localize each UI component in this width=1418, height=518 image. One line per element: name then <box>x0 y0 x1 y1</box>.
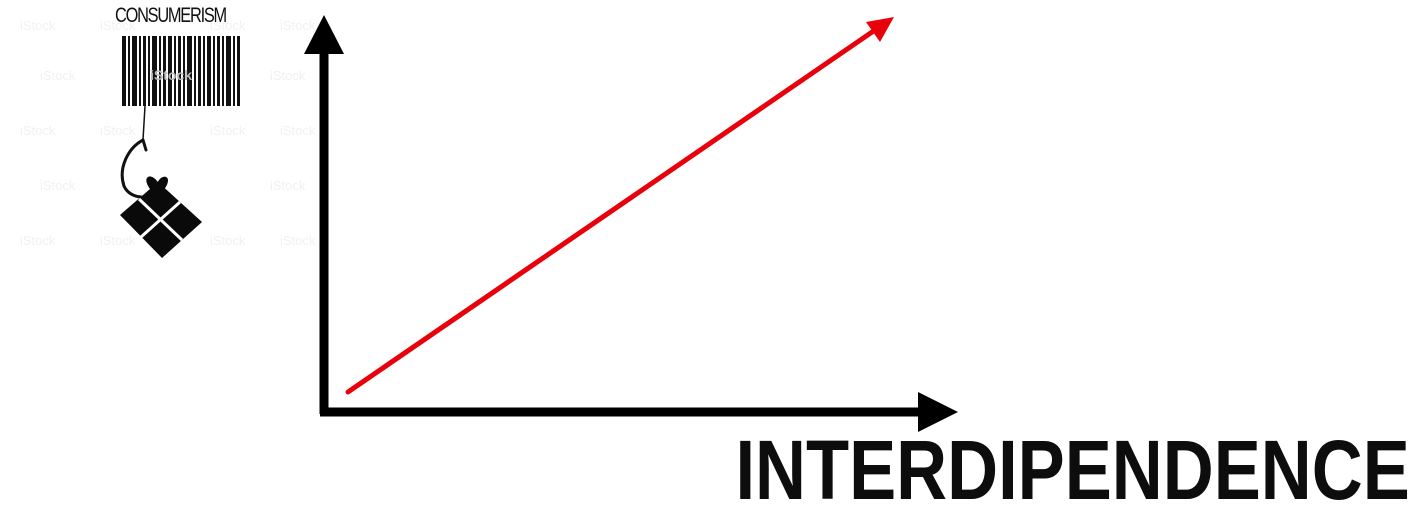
svg-text:iStock: iStock <box>270 68 306 83</box>
svg-text:iStock: iStock <box>100 18 136 33</box>
barcode-icon <box>122 36 240 106</box>
svg-text:iStock: iStock <box>210 18 246 33</box>
barcode-watermark-text: iStock <box>150 67 192 83</box>
svg-text:iStock: iStock <box>20 233 56 248</box>
svg-text:iStock: iStock <box>270 178 306 193</box>
svg-text:iStock: iStock <box>280 233 316 248</box>
x-axis <box>320 392 958 432</box>
svg-text:iStock: iStock <box>20 123 56 138</box>
svg-text:iStock: iStock <box>100 123 136 138</box>
svg-text:iStock: iStock <box>40 178 76 193</box>
svg-text:iStock: iStock <box>100 233 136 248</box>
consumerism-label: CONSUMERISM <box>115 4 227 27</box>
svg-text:iStock: iStock <box>40 68 76 83</box>
watermark-pattern: iStock iStock iStock iStock iStock iStoc… <box>20 18 316 248</box>
y-axis <box>304 15 344 414</box>
svg-text:iStock: iStock <box>210 123 246 138</box>
svg-text:iStock: iStock <box>280 123 316 138</box>
x-axis-label: INTERDIPENDENCE <box>735 423 1410 517</box>
svg-text:iStock: iStock <box>20 18 56 33</box>
gift-box-icon <box>120 176 202 258</box>
svg-text:iStock: iStock <box>280 18 316 33</box>
trend-arrow <box>345 17 894 395</box>
svg-text:iStock: iStock <box>210 233 246 248</box>
